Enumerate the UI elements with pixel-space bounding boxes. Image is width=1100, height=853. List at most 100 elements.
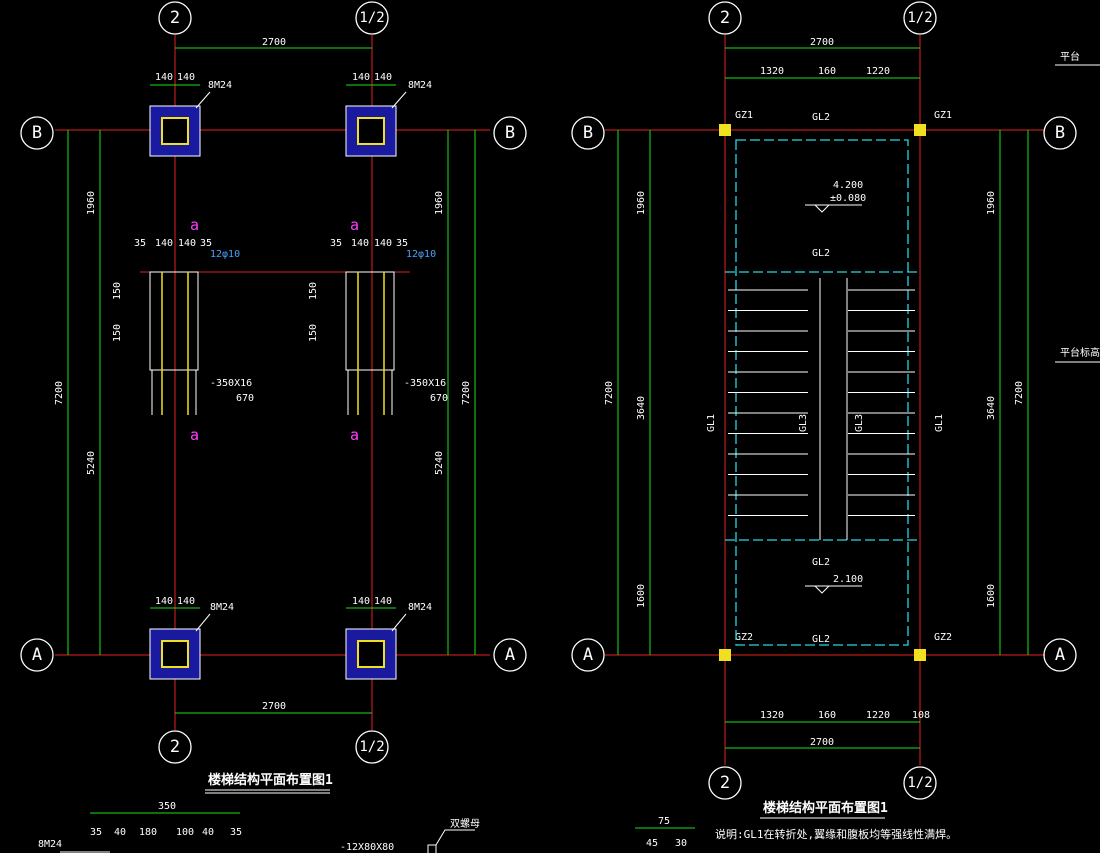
dim-text: 3640: [986, 396, 997, 420]
embed-plate-right: [345, 271, 395, 415]
dim-text: 140: [351, 238, 369, 249]
dim-text: 2700: [262, 701, 286, 712]
dim-text: 7200: [604, 381, 615, 405]
dim-text: 35: [90, 827, 102, 838]
section-mark: a: [350, 426, 359, 444]
axis-label: 1/2: [907, 775, 932, 791]
dim-text: 2700: [810, 37, 834, 48]
dim-text: 1220: [866, 710, 890, 721]
axis-label: 1/2: [359, 739, 384, 755]
dim-text: 140: [155, 72, 173, 83]
axis-bubble: [355, 730, 389, 764]
leader-line: [391, 91, 407, 109]
axis-bubble: [571, 116, 605, 150]
column-base-bottom-left: [149, 628, 201, 680]
axis-bubble: [493, 116, 527, 150]
dim-text: 2700: [810, 737, 834, 748]
dim-text: 35: [230, 827, 242, 838]
axis-bubble: [571, 638, 605, 672]
rebar-label: 12φ10: [210, 249, 240, 260]
dim-text: 1960: [986, 191, 997, 215]
bolt-label: 8M24: [408, 602, 432, 613]
dim-text: 140: [177, 72, 195, 83]
axis-label: 2: [170, 8, 180, 28]
axis-bubble: [158, 1, 192, 35]
beam-label: GL1: [934, 414, 945, 432]
dim-text: 160: [818, 710, 836, 721]
axis-bubble: [903, 766, 937, 800]
dim-text: 108: [912, 710, 930, 721]
axis-label: B: [1055, 123, 1065, 143]
dim-text: 150: [308, 282, 319, 300]
axis-bubble: [1043, 638, 1077, 672]
dim-text: 35: [330, 238, 342, 249]
axis-bubble: [158, 730, 192, 764]
dim-text: 150: [308, 324, 319, 342]
axis-label: B: [505, 123, 515, 143]
elevation-label: ±0.080: [830, 193, 866, 204]
axis-label: 2: [720, 8, 730, 28]
dim-text: 140: [178, 238, 196, 249]
section-mark: a: [190, 216, 199, 234]
column-label: GZ1: [735, 110, 753, 121]
plate-label: -350X16: [210, 378, 252, 389]
plate-label: -12X80X80: [340, 842, 394, 853]
column-label: GZ1: [934, 110, 952, 121]
axis-label: B: [32, 123, 42, 143]
drawing-title: 楼梯结构平面布置图1: [763, 800, 888, 816]
axis-label: 2: [720, 773, 730, 793]
axis-bubble: [493, 638, 527, 672]
column-gz1: [914, 124, 926, 136]
plate-length: 670: [236, 393, 254, 404]
dim-text: 1960: [434, 191, 445, 215]
dim-text: 1220: [866, 66, 890, 77]
platform-label: 平台: [1060, 50, 1080, 63]
platform-elev-label: 平台标高: [1060, 346, 1100, 359]
column-gz2: [719, 649, 731, 661]
plate-label: -350X16: [404, 378, 446, 389]
dim-text: 40: [114, 827, 126, 838]
bolt-label: 8M24: [408, 80, 432, 91]
dim-text: 5240: [434, 451, 445, 475]
bolt-label: 8M24: [38, 839, 62, 850]
beam-label: GL2: [812, 557, 830, 568]
beam-label: GL2: [812, 248, 830, 259]
dim-text: 1320: [760, 66, 784, 77]
embed-plate-left: [149, 271, 199, 415]
beam-label: GL2: [812, 634, 830, 645]
axis-bubble: [355, 1, 389, 35]
column-base-bottom-right: [345, 628, 397, 680]
note-text: 说明:GL1在转折处,翼缘和腹板均等强线性满焊。: [715, 827, 957, 841]
section-mark: a: [190, 426, 199, 444]
axis-bubble: [20, 638, 54, 672]
right-plan: 2 1/2 B B A A 2 1/2 2700 1320 160 1220 1…: [571, 1, 1100, 849]
dim-text: 1600: [636, 584, 647, 608]
axis-label: 2: [170, 737, 180, 757]
dim-text: 35: [396, 238, 408, 249]
axis-bubble: [708, 766, 742, 800]
dim-text: 7200: [461, 381, 472, 405]
stair-treads: [728, 289, 915, 516]
column-base-top-right: [345, 105, 397, 157]
rebar-label: 12φ10: [406, 249, 436, 260]
axis-bubble: [20, 116, 54, 150]
dim-text: 1320: [760, 710, 784, 721]
bottom-left-detail: [60, 829, 475, 853]
dim-text: 35: [134, 238, 146, 249]
dim-text: 1600: [986, 584, 997, 608]
dim-text: 30: [675, 838, 687, 849]
axis-bubble: [708, 1, 742, 35]
axis-label: 1/2: [359, 10, 384, 26]
dim-text: 150: [112, 282, 123, 300]
dim-text: 140: [352, 596, 370, 607]
dim-text: 35: [200, 238, 212, 249]
axis-label: A: [1055, 645, 1065, 665]
leader-line: [195, 613, 211, 632]
axis-label: 1/2: [907, 10, 932, 26]
beam-label: GL2: [812, 112, 830, 123]
axis-label: A: [583, 645, 593, 665]
beam-label: GL3: [798, 414, 809, 432]
leader-line: [195, 91, 211, 109]
column-base-top-left: [149, 105, 201, 157]
